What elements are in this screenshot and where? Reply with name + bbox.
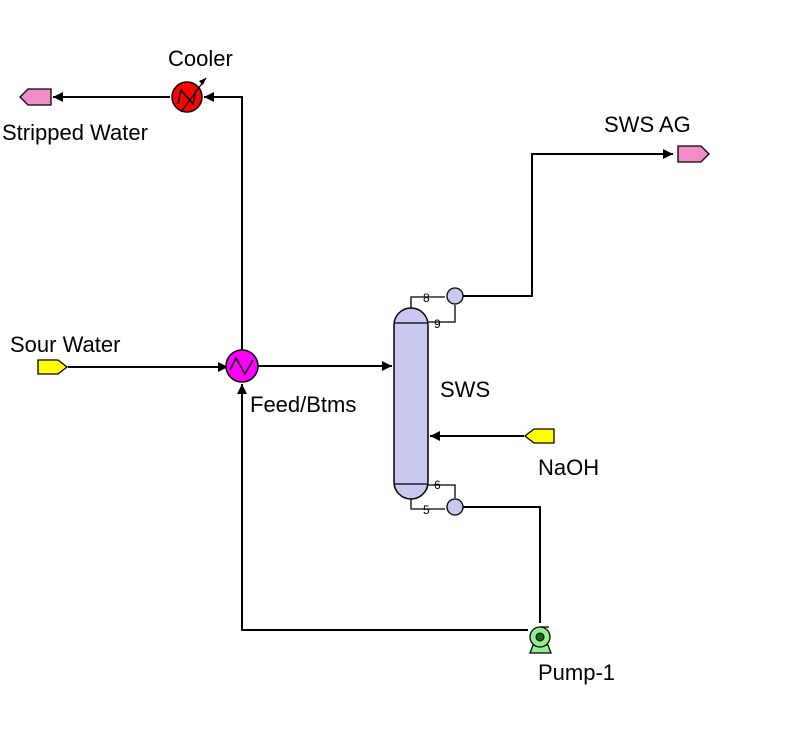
cooler-icon[interactable] (171, 77, 207, 113)
column-bottom-connector[interactable] (446, 498, 464, 516)
feed-btms-label: Feed/Btms (250, 392, 356, 417)
stream-line-sws-ag[interactable] (463, 149, 673, 297)
pump-icon[interactable] (529, 626, 552, 654)
sws-column-label: SWS (440, 377, 490, 402)
sws-column[interactable] (393, 307, 429, 500)
cooler-label: Cooler (168, 46, 233, 71)
stream-line-feed-btms-to-cooler[interactable] (204, 92, 243, 350)
column-port-lines (410, 296, 456, 510)
port-label-5: 5 (423, 503, 430, 517)
heat-exchanger-icon[interactable] (225, 349, 259, 383)
stream-line-pump-to-feed-btms[interactable] (237, 384, 528, 631)
port-label-6: 6 (434, 478, 441, 492)
sour-water-label: Sour Water (10, 332, 120, 357)
pump-label: Pump-1 (538, 660, 615, 685)
sws-ag-product-icon[interactable] (677, 145, 710, 163)
naoh-feed-icon[interactable] (523, 428, 555, 444)
stripped-water-product-icon[interactable] (19, 88, 52, 106)
port-label-9: 9 (434, 317, 441, 331)
naoh-label: NaOH (538, 455, 599, 480)
stripped-water-label: Stripped Water (2, 120, 148, 145)
column-top-connector[interactable] (446, 287, 464, 305)
sour-water-feed-icon[interactable] (37, 359, 69, 375)
stream-line-bottoms-to-pump[interactable] (463, 506, 541, 623)
sws-ag-label: SWS AG (604, 112, 691, 137)
port-label-8: 8 (423, 291, 430, 305)
